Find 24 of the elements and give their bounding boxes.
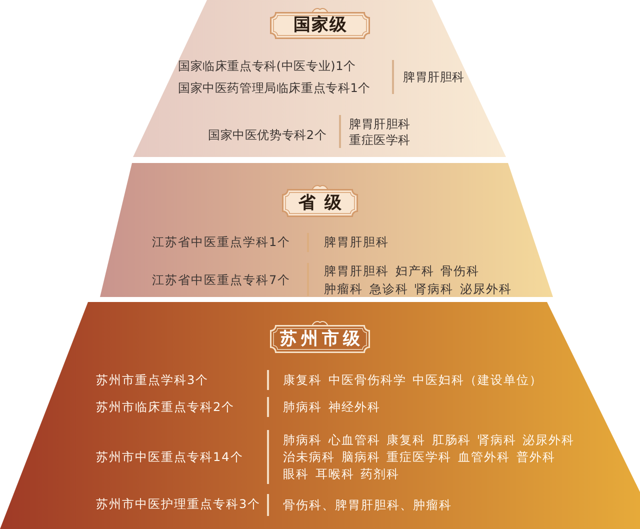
pyramid-tier (133, 0, 506, 157)
department-list: 脾胃肝胆科 妇产科 骨伤科 (324, 263, 480, 279)
category-label: 苏州市中医护理重点专科3个 (96, 496, 261, 512)
pyramid-tier (100, 163, 553, 297)
department-list: 脾胃肝胆科 (324, 234, 389, 250)
category-label: 江苏省中医重点专科7个 (152, 272, 291, 288)
department-list: 肿瘤科 急诊科 肾病科 泌尿外科 (324, 281, 512, 297)
category-label: 国家中医药管理局临床重点专科1个 (178, 80, 370, 96)
category-label: 国家中医优势专科2个 (208, 127, 327, 143)
department-list: 骨伤科、脾胃肝胆科、肿瘤科 (283, 497, 452, 513)
department-list: 眼科 耳喉科 药剂科 (283, 466, 400, 482)
department-list: 康复科 中医骨伤科学 中医妇科（建设单位） (283, 372, 543, 388)
department-list: 脾胃肝胆科 (349, 116, 410, 132)
category-label: 苏州市临床重点专科2个 (96, 399, 235, 415)
department-list: 治未病科 脑病科 重症医学科 血管外科 普外科 (283, 449, 556, 465)
category-label: 国家临床重点专科(中医专业)1个 (178, 58, 356, 74)
category-label: 苏州市中医重点专科14个 (96, 449, 244, 465)
department-list: 肺病科 神经外科 (283, 399, 380, 415)
pyramid-tier (0, 302, 640, 529)
category-label: 苏州市重点学科3个 (96, 372, 209, 388)
department-list: 脾胃肝胆科 (403, 69, 464, 85)
department-list: 重症医学科 (349, 132, 410, 148)
department-list: 肺病科 心血管科 康复科 肛肠科 肾病科 泌尿外科 (283, 432, 575, 448)
category-label: 江苏省中医重点学科1个 (152, 234, 291, 250)
